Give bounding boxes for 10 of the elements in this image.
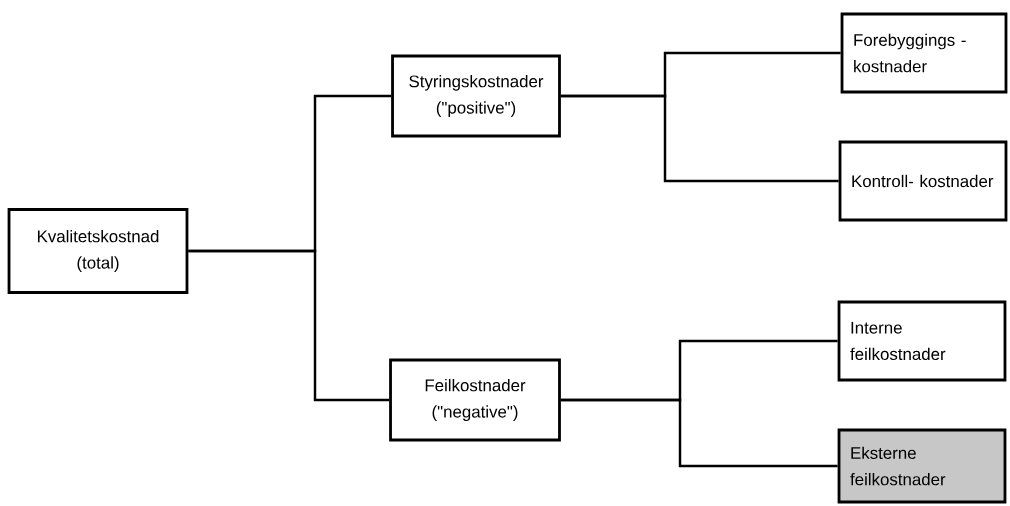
cost-box: Interne feilkostnader (837, 300, 1007, 382)
cost-box: Eksterne feilkostnader (837, 428, 1007, 504)
cost-box: Kontroll- kostnader (838, 140, 1008, 222)
cost-box: Styringskostnader ("positive") (391, 54, 561, 138)
connector-line (560, 94, 839, 183)
connector-line (188, 249, 390, 402)
cost-box: Forebyggings - kostnader (840, 12, 1008, 94)
connector-line (560, 398, 838, 468)
cost-box: Kvalitetskostnad (total) (7, 208, 189, 294)
cost-box: Feilkostnader ("negative") (389, 358, 561, 442)
